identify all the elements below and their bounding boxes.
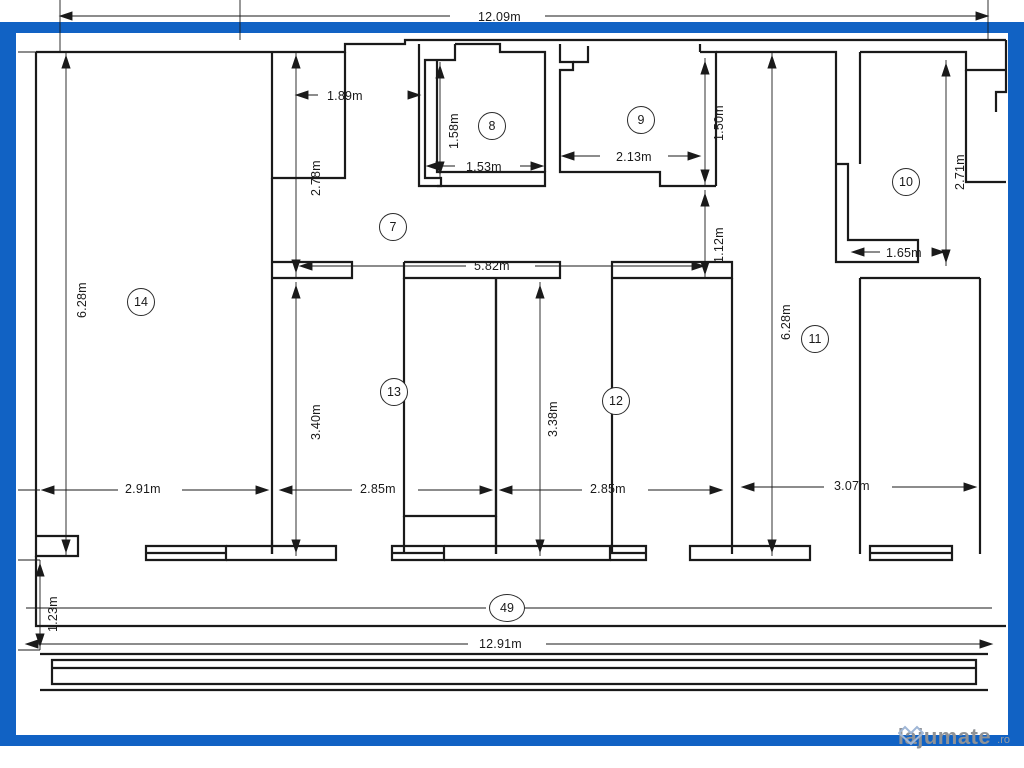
dim-3-40m: 3.40m <box>309 404 323 440</box>
room-marker-11: 11 <box>801 325 829 353</box>
dim-1-23m: 1.23m <box>46 596 60 632</box>
dim-2-85m-right: 2.85m <box>590 482 626 496</box>
dim-12-09m: 12.09m <box>478 10 521 24</box>
dim-6-28m-right: 6.28m <box>779 304 793 340</box>
dim-5-82m: 5.82m <box>474 259 510 273</box>
dim-2-13m: 2.13m <box>616 150 652 164</box>
room-marker-49: 49 <box>489 594 525 622</box>
dim-3-07m: 3.07m <box>834 479 870 493</box>
dim-3-38m: 3.38m <box>546 401 560 437</box>
dim-1-12m: 1.12m <box>712 227 726 263</box>
frame-top-border <box>0 22 1024 33</box>
room-marker-13: 13 <box>380 378 408 406</box>
frame-left-border <box>0 22 16 746</box>
room-marker-9: 9 <box>627 106 655 134</box>
dim-1-89m: 1.89m <box>327 89 363 103</box>
dim-1-50m: 1.50m <box>712 105 726 141</box>
dim-1-65m: 1.65m <box>886 246 922 260</box>
dim-2-85m-left: 2.85m <box>360 482 396 496</box>
watermark-suffix: .ro <box>997 734 1010 746</box>
dim-2-91m: 2.91m <box>125 482 161 496</box>
watermark-text: lajumate <box>897 724 992 749</box>
dim-6-28m-left: 6.28m <box>75 282 89 318</box>
frame-bottom-border <box>0 735 1024 746</box>
dim-2-71m: 2.71m <box>953 154 967 190</box>
room-marker-12: 12 <box>602 387 630 415</box>
dim-2-78m: 2.78m <box>309 160 323 196</box>
frame-right-border <box>1008 22 1024 746</box>
room-marker-8: 8 <box>478 112 506 140</box>
dim-1-58m: 1.58m <box>447 113 461 149</box>
room-marker-7: 7 <box>379 213 407 241</box>
diamond-logo-icon <box>897 725 924 746</box>
room-marker-14: 14 <box>127 288 155 316</box>
dim-1-53m: 1.53m <box>466 160 502 174</box>
watermark: lajumate .ro <box>897 724 1010 750</box>
dim-12-91m: 12.91m <box>479 637 522 651</box>
room-marker-10: 10 <box>892 168 920 196</box>
